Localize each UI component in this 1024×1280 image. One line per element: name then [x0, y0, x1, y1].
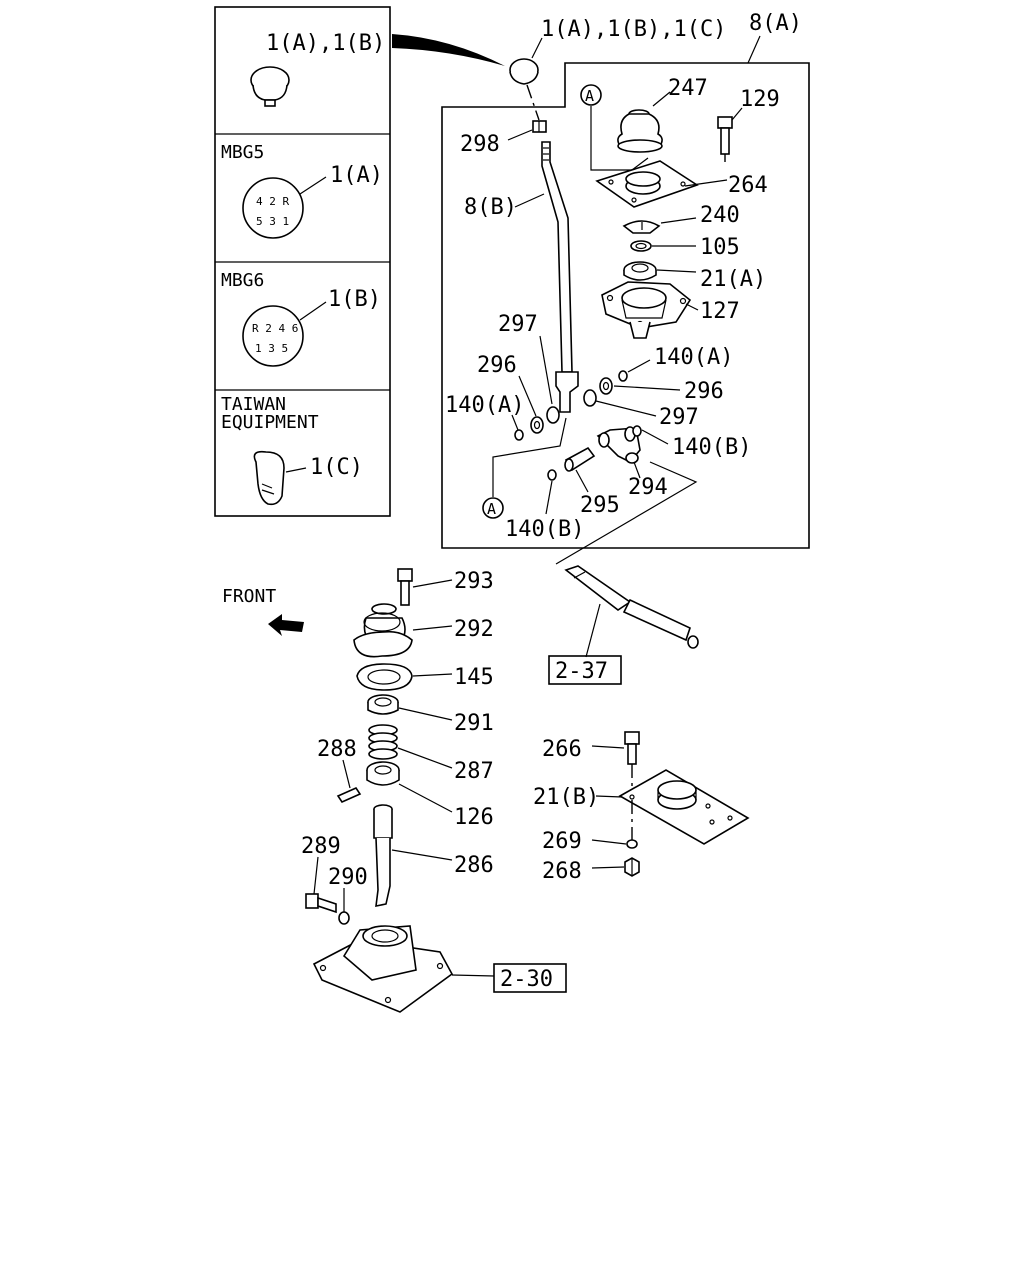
ref-box-2-37[interactable]: 2-37 — [548, 655, 622, 685]
pin-295-drawing — [564, 446, 596, 472]
bolt-129-drawing — [717, 116, 733, 155]
mbg5-title: MBG5 — [221, 142, 264, 163]
washer-290-drawing — [338, 911, 350, 925]
label-240: 240 — [700, 203, 740, 228]
plate-264-drawing — [595, 160, 699, 208]
right-bushings-drawing — [583, 370, 628, 407]
collar-126-drawing — [366, 761, 400, 786]
bushing-21a-drawing — [623, 261, 657, 281]
label-129: 129 — [740, 87, 780, 112]
boot-247-drawing — [617, 109, 663, 153]
seal-291-drawing — [367, 694, 399, 715]
mbg5-pattern-row1: 4 2 R — [256, 195, 289, 208]
pin-288-drawing — [336, 786, 362, 804]
ref-marker-a-top: A — [580, 84, 602, 106]
label-247: 247 — [668, 76, 708, 101]
nut-298-drawing — [532, 120, 547, 133]
bolt-289-drawing — [305, 893, 337, 914]
ring-105-drawing — [630, 240, 652, 252]
mbg6-knob-top — [242, 305, 304, 367]
label-140a-right: 140(A) — [654, 345, 733, 370]
label-298: 298 — [460, 132, 500, 157]
label-289: 289 — [301, 834, 341, 859]
shift-rod-drawing — [564, 565, 699, 649]
mbg6-pattern-row1: R 2 4 6 — [252, 322, 298, 335]
nut-268-drawing — [624, 857, 640, 877]
variant-inset-panel: 1(A),1(B) MBG5 4 2 R 5 3 1 1(A) MBG6 R 2… — [214, 6, 391, 517]
front-label: FRONT — [222, 586, 276, 607]
label-291: 291 — [454, 711, 494, 736]
label-297-left: 297 — [498, 312, 538, 337]
seat-240-drawing — [622, 220, 661, 234]
label-266: 266 — [542, 737, 582, 762]
inset-knob-label: 1(A),1(B) — [266, 31, 385, 56]
washer-269-drawing — [626, 839, 638, 849]
label-140b-bottom: 140(B) — [505, 517, 584, 542]
taiwan-title-line2: EQUIPMENT — [221, 412, 319, 433]
svg-text:A: A — [487, 500, 496, 518]
label-286: 286 — [454, 853, 494, 878]
label-264: 264 — [728, 173, 768, 198]
mbg6-title: MBG6 — [221, 270, 264, 291]
mbg6-part-label: 1(B) — [328, 287, 381, 312]
label-21b: 21(B) — [533, 785, 599, 810]
taiwan-part-label: 1(C) — [310, 455, 363, 480]
inset-pointer — [392, 34, 505, 66]
upper-assembly-frame — [441, 62, 810, 549]
label-105: 105 — [700, 235, 740, 260]
label-145: 145 — [454, 665, 494, 690]
shift-knob-c-drawing — [253, 450, 285, 506]
label-288: 288 — [317, 737, 357, 762]
label-293: 293 — [454, 569, 494, 594]
bolt-266-drawing — [624, 731, 640, 765]
label-127: 127 — [700, 299, 740, 324]
base-housing-drawing — [312, 925, 454, 1013]
ref-box-2-30[interactable]: 2-30 — [493, 963, 567, 993]
bolt-293-drawing — [397, 568, 413, 606]
label-8a: 8(A) — [749, 11, 802, 36]
lever-286-drawing — [373, 804, 393, 908]
front-arrow-icon — [268, 614, 304, 636]
shift-knob-ab-drawing — [250, 66, 290, 107]
yoke-294-drawing — [596, 425, 642, 464]
label-287: 287 — [454, 759, 494, 784]
mbg6-pattern-row2: 1 3 5 — [255, 342, 288, 355]
spring-287-drawing — [368, 724, 398, 760]
label-296-left: 296 — [477, 353, 517, 378]
label-140a-left: 140(A) — [445, 393, 524, 418]
cover-292-drawing — [353, 603, 413, 658]
label-269: 269 — [542, 829, 582, 854]
svg-text:2-37: 2-37 — [555, 659, 608, 684]
shift-lever-8b-drawing — [541, 141, 579, 413]
label-297-right: 297 — [659, 405, 699, 430]
label-21a: 21(A) — [700, 267, 766, 292]
taiwan-title-line1: TAIWAN — [221, 394, 286, 415]
svg-text:2-30: 2-30 — [500, 967, 553, 992]
svg-text:A: A — [585, 87, 594, 105]
label-140b-right: 140(B) — [672, 435, 751, 460]
label-290: 290 — [328, 865, 368, 890]
ref-marker-a-bottom: A — [482, 497, 504, 519]
label-296-right: 296 — [684, 379, 724, 404]
mbg5-pattern-row2: 5 3 1 — [256, 215, 289, 228]
mbg5-part-label: 1(A) — [330, 163, 383, 188]
label-292: 292 — [454, 617, 494, 642]
label-knob-top: 1(A),1(B),1(C) — [541, 17, 726, 42]
label-8b: 8(B) — [464, 195, 517, 220]
housing-127-drawing — [601, 281, 692, 339]
gasket-145-drawing — [356, 663, 413, 691]
label-294: 294 — [628, 475, 668, 500]
label-268: 268 — [542, 859, 582, 884]
mbg5-knob-top — [242, 177, 304, 239]
left-bushings-drawing — [514, 406, 560, 441]
shift-knob-top-drawing — [509, 58, 539, 85]
clip-140b-drawing — [547, 469, 557, 481]
plate-21b-drawing — [618, 769, 750, 845]
label-295: 295 — [580, 493, 620, 518]
label-126: 126 — [454, 805, 494, 830]
